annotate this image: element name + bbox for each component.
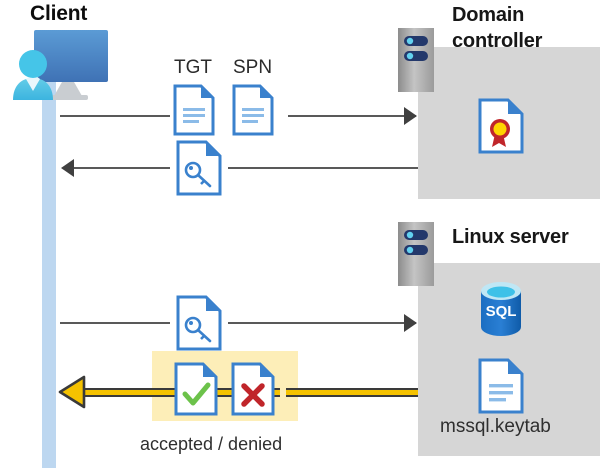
flow-line-ticket-left — [74, 167, 170, 169]
sql-database-icon: SQL — [477, 281, 525, 342]
document-icon-spn — [232, 84, 274, 141]
sql-database-label: SQL — [486, 303, 517, 320]
flow-arrowhead-present — [404, 314, 417, 332]
domain-controller-title-line1: Domain — [452, 4, 525, 26]
document-key-icon-ticket-to-linux — [176, 295, 222, 356]
page-title-linux-server: Linux server — [452, 226, 569, 248]
flow-line-ticket-right — [228, 167, 418, 169]
result-arrowhead — [58, 374, 86, 415]
domain-controller-title-line2: controller — [452, 30, 543, 52]
label-accepted-denied: accepted / denied — [140, 434, 283, 454]
document-icon-keytab — [478, 358, 524, 419]
flow-arrowhead-request — [404, 107, 417, 125]
label-spn: SPN — [233, 57, 273, 78]
flow-line-present-left — [60, 322, 170, 324]
flow-line-request-left — [60, 115, 170, 117]
document-icon-tgt — [173, 84, 215, 141]
server-tower-icon-linux-server — [398, 222, 434, 286]
client-lifeline — [42, 60, 56, 468]
server-tower-icon-domain-controller — [398, 28, 434, 92]
client-workstation-icon — [6, 26, 112, 113]
certificate-icon — [478, 98, 524, 159]
document-key-icon-ticket-from-dc — [176, 140, 222, 201]
flow-arrowhead-ticket — [61, 159, 74, 177]
document-x-icon-denied — [231, 362, 275, 421]
label-tgt: TGT — [174, 57, 212, 78]
document-check-icon-accepted — [174, 362, 218, 421]
flow-line-present-right — [228, 322, 416, 324]
page-title-client: Client — [30, 2, 88, 25]
result-arrow-line-right — [286, 388, 418, 397]
page-title-domain-controller: Domain controller — [452, 2, 592, 54]
label-keytab: mssql.keytab — [440, 416, 551, 437]
flow-line-request-right — [288, 115, 416, 117]
